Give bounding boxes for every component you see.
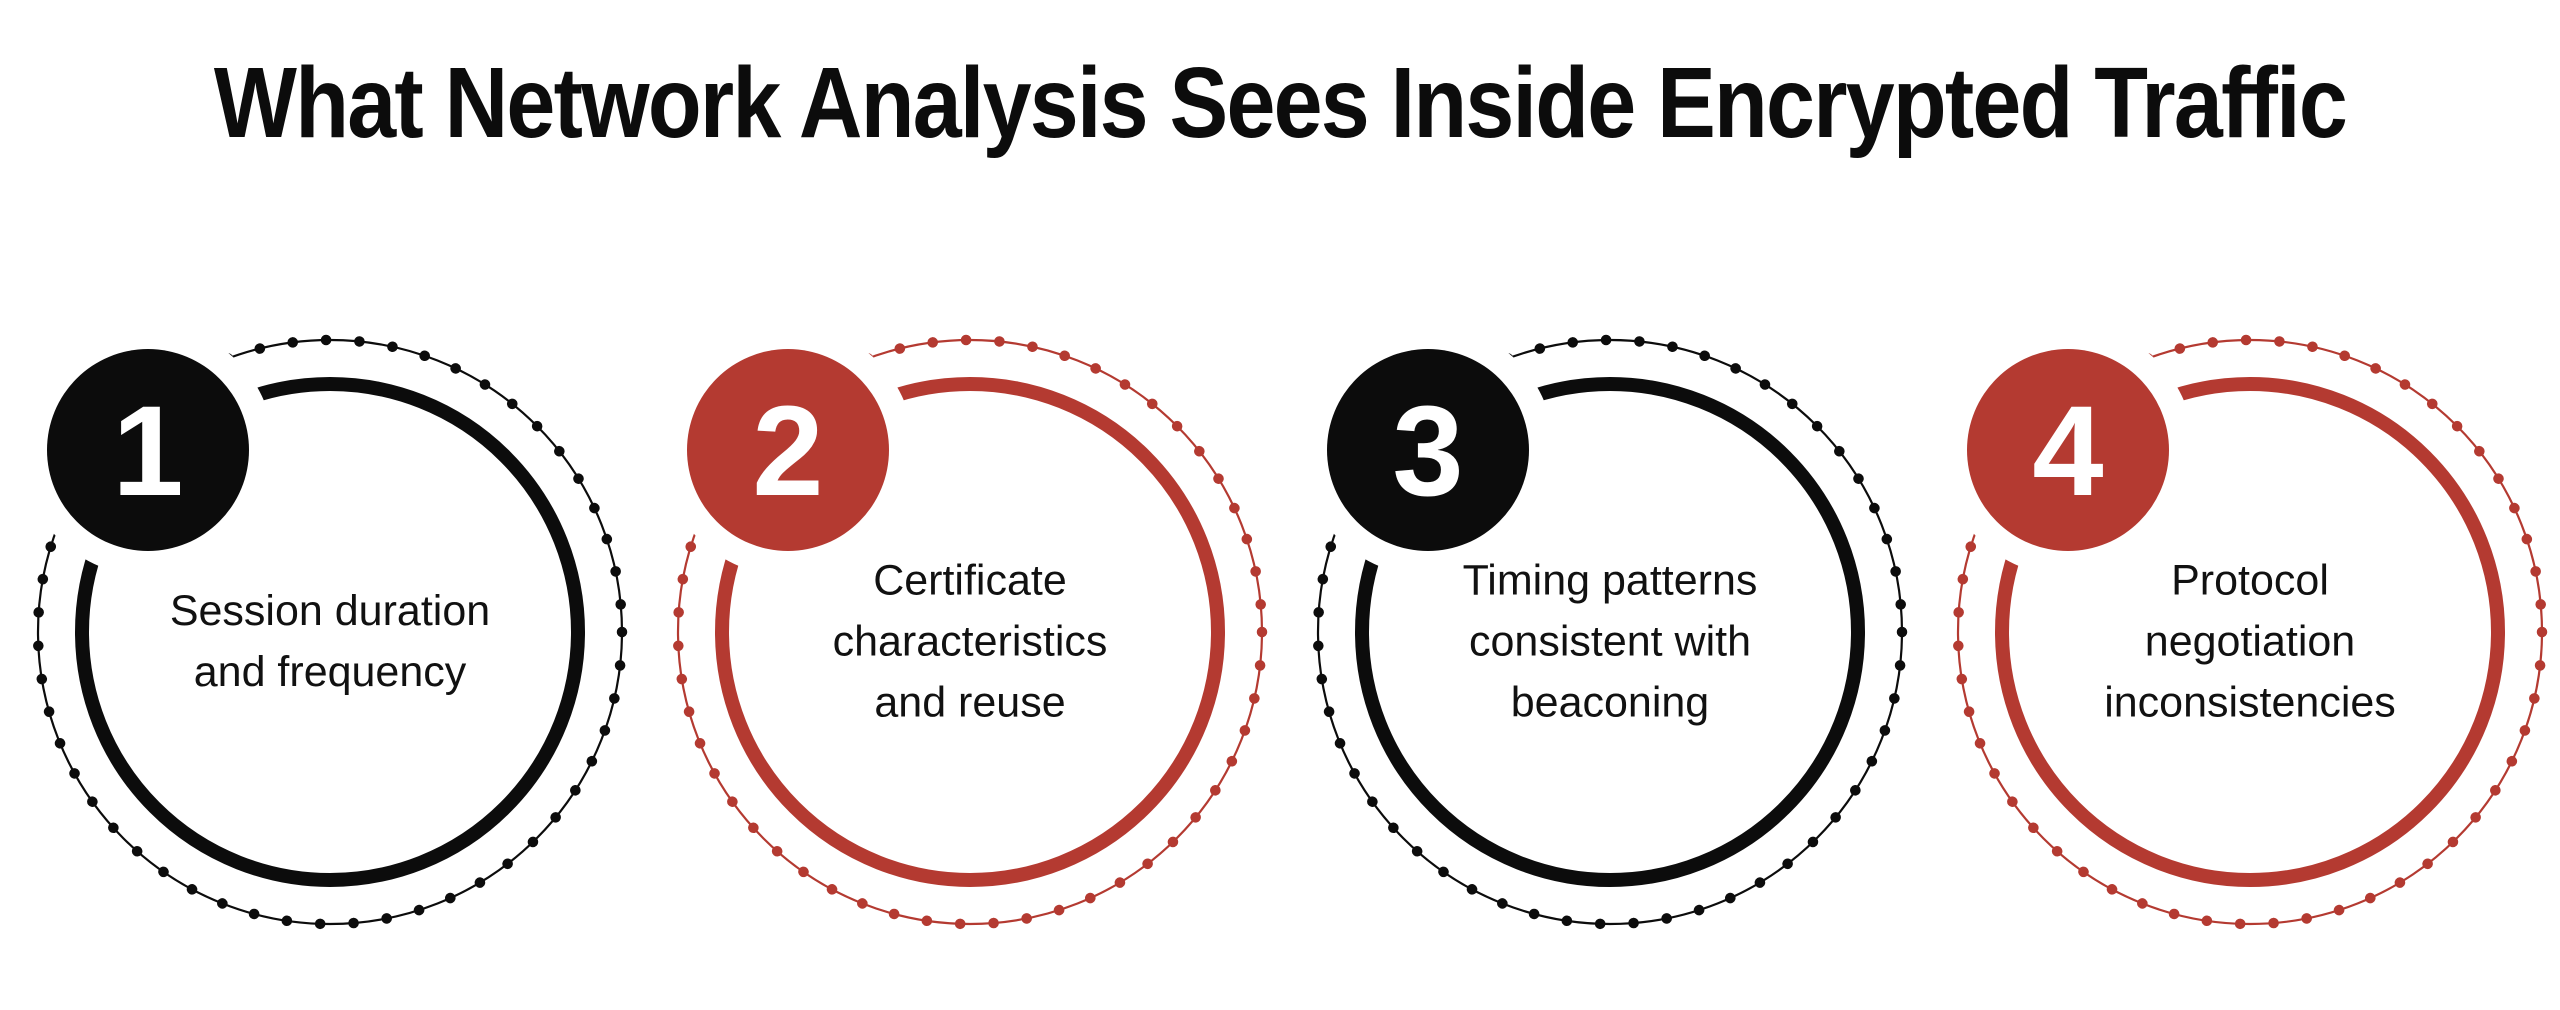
badge-number: 4 bbox=[2032, 380, 2103, 523]
badge-number: 2 bbox=[752, 380, 823, 523]
main-ring bbox=[1995, 377, 2505, 887]
badge-circle bbox=[687, 349, 889, 551]
step-item-2: 2 Certificate characteristics and reuse bbox=[640, 297, 1280, 977]
beaded-ring-dots bbox=[32, 334, 628, 930]
step-item-1: 1 Session duration and frequency bbox=[0, 297, 640, 977]
main-ring bbox=[1355, 377, 1865, 887]
beaded-ring-dots bbox=[672, 334, 1268, 930]
steps-row: 1 Session duration and frequency 2 Certi… bbox=[0, 297, 2560, 977]
step-label: Certificate characteristics and reuse bbox=[832, 556, 1108, 727]
step-label: Protocol negotiation inconsistencies bbox=[2104, 556, 2396, 727]
main-ring bbox=[715, 377, 1225, 887]
badge-circle bbox=[47, 349, 249, 551]
step-rings-graphic: 1 bbox=[22, 324, 628, 930]
step-item-4: 4 Protocol negotiation inconsistencies bbox=[1920, 297, 2560, 977]
step-label: Timing patterns consistent with beaconin… bbox=[1462, 556, 1758, 727]
page-title: What Network Analysis Sees Inside Encryp… bbox=[213, 47, 2348, 159]
step-label: Session duration and frequency bbox=[169, 586, 491, 696]
main-ring bbox=[75, 377, 585, 887]
step-rings-graphic: 4 bbox=[1942, 324, 2548, 930]
step-item-3: 3 Timing patterns consistent with beacon… bbox=[1280, 297, 1920, 977]
beaded-ring-dots bbox=[1312, 334, 1908, 930]
badge-number: 1 bbox=[112, 380, 183, 523]
badge-number: 3 bbox=[1392, 380, 1463, 523]
badge-circle bbox=[1327, 349, 1529, 551]
step-rings-graphic: 3 bbox=[1302, 324, 1908, 930]
step-rings-graphic: 2 bbox=[662, 324, 1268, 930]
badge-circle bbox=[1967, 349, 2169, 551]
beaded-ring-dots bbox=[1952, 334, 2548, 930]
